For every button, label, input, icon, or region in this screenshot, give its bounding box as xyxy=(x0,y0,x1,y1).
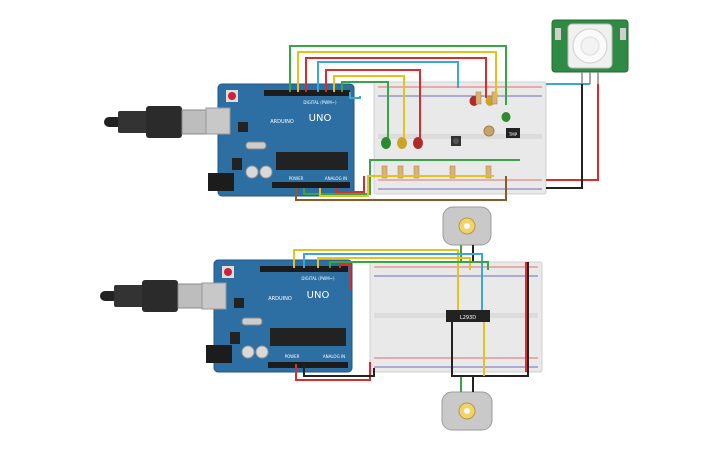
photoresistor xyxy=(483,125,495,137)
usb-cable-icon xyxy=(100,280,203,312)
motor-driver-chip: L293D xyxy=(446,310,490,322)
arduino-model: UNO xyxy=(309,113,332,124)
led-green xyxy=(381,137,391,149)
bottom-arduino: ARDUINO UNO DIGITAL (PWM~) POWER ANALOG … xyxy=(100,259,353,373)
svg-text:TMP: TMP xyxy=(508,132,518,137)
analog-label: ANALOG IN xyxy=(323,354,345,359)
digital-label: DIGITAL (PWM~) xyxy=(303,100,337,105)
resistor-row-top xyxy=(381,91,498,179)
power-label: POWER xyxy=(289,176,304,181)
top-arduino: ARDUINO UNO DIGITAL (PWM~) POWER ANALOG … xyxy=(104,83,355,197)
arduino-logo: ARDUINO xyxy=(270,119,294,125)
led-green-2 xyxy=(501,112,511,122)
temperature-sensor: TMP xyxy=(506,128,520,138)
dc-motor-icon xyxy=(441,376,493,431)
led-red xyxy=(413,137,423,149)
pir-sensor xyxy=(551,19,629,84)
usb-cable-icon xyxy=(104,106,207,138)
power-label: POWER xyxy=(285,354,300,359)
wires-top xyxy=(289,45,599,201)
microcontroller-chip xyxy=(270,328,346,346)
arduino-logo: ARDUINO xyxy=(268,296,292,302)
arduino-model: UNO xyxy=(307,290,330,301)
microcontroller-chip xyxy=(276,152,348,170)
wires-bottom xyxy=(293,249,529,381)
analog-label: ANALOG IN xyxy=(325,176,347,181)
dc-motor-icon xyxy=(442,206,492,262)
digital-label: DIGITAL (PWM~) xyxy=(301,276,335,281)
svg-text:L293D: L293D xyxy=(460,315,476,321)
led-yellow xyxy=(397,137,407,149)
